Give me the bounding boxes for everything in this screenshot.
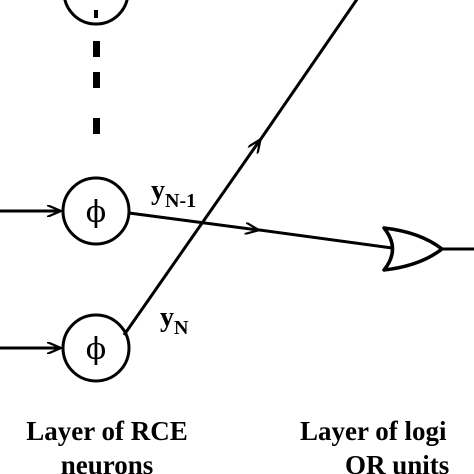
neuron-n: ϕ bbox=[61, 313, 131, 383]
connection-n-1-to-or bbox=[128, 211, 393, 250]
label-var: y bbox=[160, 302, 174, 333]
dot bbox=[93, 118, 100, 134]
neuron-n-1: ϕ bbox=[61, 176, 131, 246]
label-y-n-1: yN-1 bbox=[151, 175, 196, 212]
label-subscript: N bbox=[174, 317, 189, 339]
continuation-dots bbox=[93, 41, 100, 134]
svg-text:yN-1: yN-1 bbox=[151, 175, 196, 212]
caption-line: neurons bbox=[61, 450, 154, 474]
caption-line: Layer of logi bbox=[300, 416, 447, 446]
label-var: y bbox=[151, 175, 165, 206]
caption-rce-layer: Layer of RCE neurons bbox=[26, 416, 188, 474]
svg-text:yN: yN bbox=[160, 302, 189, 339]
caption-or-layer: Layer of logi OR units bbox=[300, 416, 449, 474]
caption-line: Layer of RCE bbox=[26, 416, 188, 446]
phi-symbol: ϕ bbox=[86, 195, 106, 230]
phi-symbol: ϕ bbox=[86, 332, 106, 367]
dot bbox=[93, 41, 100, 57]
dot bbox=[93, 72, 100, 88]
or-gate bbox=[382, 226, 474, 272]
neuron-partial-top bbox=[63, 0, 129, 26]
label-subscript: N-1 bbox=[165, 190, 196, 212]
caption-line: OR units bbox=[345, 450, 449, 474]
label-y-n: yN bbox=[160, 302, 189, 339]
connection-n-to-top bbox=[122, 0, 359, 336]
